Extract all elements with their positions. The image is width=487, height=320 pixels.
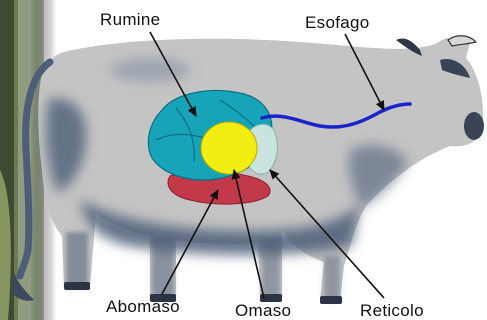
omasum-organ — [201, 122, 257, 174]
cow-muzzle — [464, 112, 484, 140]
cow-horn — [448, 36, 476, 46]
leg-fore-front — [324, 256, 340, 300]
leg-hind-back — [66, 232, 88, 288]
leg-hind-front — [152, 236, 174, 298]
back-spot — [110, 58, 190, 82]
label-reticolo: Reticolo — [360, 302, 424, 319]
hoof — [320, 296, 342, 304]
hoof — [64, 282, 90, 290]
cow-silhouette — [12, 36, 484, 304]
label-rumine: Rumine — [100, 11, 160, 28]
neck-shadow — [349, 145, 408, 208]
label-esofago: Esofago — [305, 14, 369, 31]
label-omaso: Omaso — [235, 302, 291, 319]
label-abomaso: Abomaso — [106, 298, 180, 315]
leg-fore-back — [262, 238, 280, 298]
